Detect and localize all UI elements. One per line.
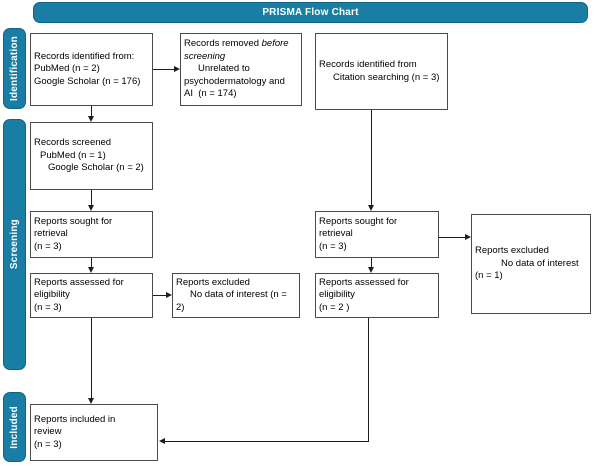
box-line: No data of interest <box>501 257 579 269</box>
box-line: No data of interest (n = <box>190 289 287 301</box>
stage-bar-identification: Identification <box>3 28 26 109</box>
box-line: Records identified from: <box>34 50 135 62</box>
box-line: (n = 3) <box>34 301 62 313</box>
box-reports-sought-retrieval-right: Reports sought for retrieval (n = 3) <box>315 211 439 258</box>
box-line: retrieval <box>319 228 353 240</box>
arrowhead-sought-to-assessed-right <box>367 267 374 273</box>
connector-assessed-to-included <box>91 318 92 398</box>
connector-sought-to-excluded-right <box>439 237 465 238</box>
box-records-removed-before-screening: Records removed before screening Unrelat… <box>180 33 302 106</box>
box-reports-sought-retrieval-left: Reports sought for retrieval (n = 3) <box>30 211 153 258</box>
stage-bar-screening: Screening <box>3 119 26 370</box>
connector-sought-to-assessed-left <box>91 258 92 267</box>
box-line: review <box>34 426 62 438</box>
box-line: eligibility <box>319 289 355 301</box>
page-title: PRISMA Flow Chart <box>262 7 359 18</box>
connector-identified-to-screened <box>91 106 92 116</box>
box-line: psychodermatology and <box>184 75 285 87</box>
connector-assessed-to-excluded-left <box>153 295 166 296</box>
box-reports-included-review: Reports included in review (n = 3) <box>30 404 158 461</box>
arrowhead-screened-to-sought-left <box>87 205 94 211</box>
box-line: (n = 3) <box>34 438 62 450</box>
box-line: Reports sought for <box>34 215 113 227</box>
box-line: Reports assessed for <box>319 276 409 288</box>
box-line: Reports excluded <box>176 276 250 288</box>
arrowhead-sought-to-excluded-right <box>465 233 471 240</box>
box-line: PubMed (n = 2) <box>34 63 100 75</box>
box-line: Reports included in <box>34 413 116 425</box>
connector-assessed-right-to-included-horizontal <box>165 441 369 442</box>
stage-label-included: Included <box>9 405 20 449</box>
arrowhead-identified-to-removed <box>174 65 180 72</box>
box-line: Unrelated to <box>198 63 250 75</box>
box-line: Reports excluded <box>475 245 549 257</box>
stage-label-screening: Screening <box>9 219 20 270</box>
connector-citation-to-sought-right <box>371 110 372 205</box>
box-reports-assessed-eligibility-right: Reports assessed for eligibility (n = 2 … <box>315 273 439 318</box>
arrowhead-assessed-to-included <box>87 398 94 404</box>
chart-title-banner: PRISMA Flow Chart <box>33 2 588 23</box>
arrowhead-citation-to-sought-right <box>367 205 374 211</box>
box-line: Google Scholar (n = 176) <box>34 75 141 87</box>
connector-screened-to-sought-left <box>91 190 92 205</box>
box-records-screened: Records screened PubMed (n = 1) Google S… <box>30 122 153 190</box>
connector-identified-to-removed <box>153 69 174 70</box>
arrowhead-identified-to-screened <box>87 116 94 122</box>
arrowhead-sought-to-assessed-left <box>87 267 94 273</box>
box-line: (n = 3) <box>34 240 62 252</box>
box-line: 2) <box>176 301 185 313</box>
box-line: Google Scholar (n = 2) <box>48 162 144 174</box>
box-line: retrieval <box>34 228 68 240</box>
box-line: AI (n = 174) <box>184 88 237 100</box>
box-records-identified-citation: Records identified from Citation searchi… <box>315 33 448 110</box>
box-line: eligibility <box>34 289 70 301</box>
box-records-identified-databases: Records identified from: PubMed (n = 2) … <box>30 33 153 106</box>
box-line: Records screened <box>34 137 112 149</box>
box-line: (n = 2 ) <box>319 301 350 313</box>
arrowhead-assessed-right-to-included <box>159 437 165 444</box>
box-line: Reports sought for <box>319 215 398 227</box>
box-line: (n = 3) <box>319 240 347 252</box>
box-line: Records removed before <box>184 38 289 50</box>
box-line: Records identified from <box>319 59 417 70</box>
box-line: (n = 1) <box>475 270 503 282</box>
arrowhead-assessed-to-excluded-left <box>166 291 172 298</box>
stage-bar-included: Included <box>3 392 26 462</box>
stage-label-identification: Identification <box>9 35 20 102</box>
box-line: PubMed (n = 1) <box>40 149 106 161</box>
box-line: Reports assessed for <box>34 276 124 288</box>
connector-assessed-right-to-included-vertical <box>368 318 369 442</box>
box-reports-excluded-left: Reports excluded No data of interest (n … <box>172 273 300 318</box>
box-line: screening <box>184 50 226 62</box>
box-reports-assessed-eligibility-left: Reports assessed for eligibility (n = 3) <box>30 273 153 318</box>
box-line: Citation searching (n = 3) <box>333 71 440 83</box>
connector-sought-to-assessed-right <box>371 258 372 267</box>
box-reports-excluded-right: Reports excluded No data of interest (n … <box>471 214 591 314</box>
